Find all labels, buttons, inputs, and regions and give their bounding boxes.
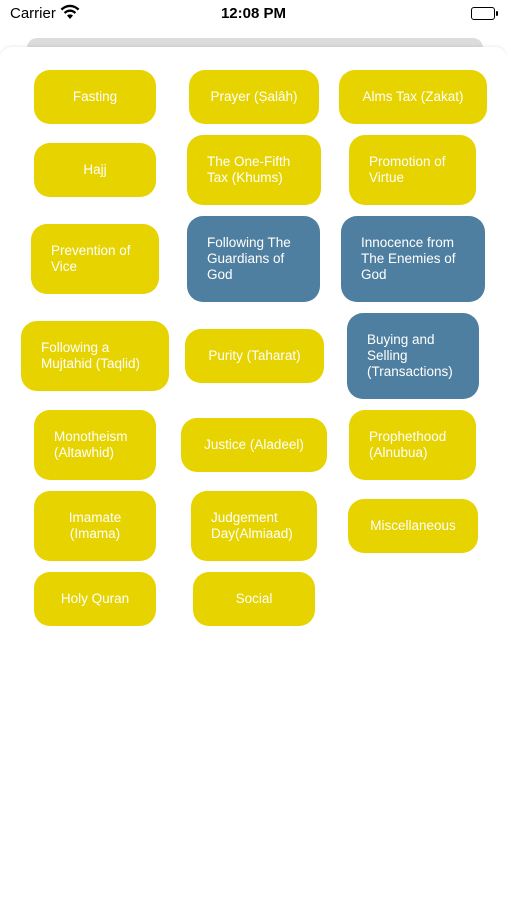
category-prophethood[interactable]: Prophethood (Alnubua) <box>349 410 476 480</box>
category-sheet: Fasting Prayer (Ṣalâh) Alms Tax (Zakat) … <box>0 47 507 900</box>
carrier-label: Carrier <box>10 5 56 22</box>
category-label: Alms Tax (Zakat) <box>362 89 464 104</box>
category-label: Following a Mujtahid (Taqlid) <box>41 340 141 371</box>
category-following-guardians[interactable]: Following The Guardians of God <box>187 216 320 302</box>
category-label: Innocence from The Enemies of God <box>361 235 456 282</box>
category-purity[interactable]: Purity (Taharat) <box>185 329 324 383</box>
category-label: Hajj <box>83 162 107 177</box>
category-label: Promotion of Virtue <box>369 154 446 185</box>
category-alms-tax[interactable]: Alms Tax (Zakat) <box>339 70 487 124</box>
category-label: Social <box>235 591 273 606</box>
category-label: Holy Quran <box>60 591 130 606</box>
category-prayer[interactable]: Prayer (Ṣalâh) <box>189 70 319 124</box>
category-social[interactable]: Social <box>193 572 315 626</box>
category-fasting[interactable]: Fasting <box>34 70 156 124</box>
category-justice[interactable]: Justice (Aladeel) <box>181 418 327 472</box>
category-promotion-of-virtue[interactable]: Promotion of Virtue <box>349 135 476 205</box>
category-imamate[interactable]: Imamate (Imama) <box>34 491 156 561</box>
category-label: Prophethood (Alnubua) <box>369 429 447 460</box>
category-taqlid[interactable]: Following a Mujtahid (Taqlid) <box>21 321 169 391</box>
category-label: Buying and Selling (Transactions) <box>367 332 453 379</box>
category-label: Prevention of Vice <box>51 243 131 274</box>
category-label: Prayer (Ṣalâh) <box>210 89 298 104</box>
category-holy-quran[interactable]: Holy Quran <box>34 572 156 626</box>
category-judgement-day[interactable]: Judgement Day(Almiaad) <box>191 491 317 561</box>
category-miscellaneous[interactable]: Miscellaneous <box>348 499 478 553</box>
category-hajj[interactable]: Hajj <box>34 143 156 197</box>
wifi-icon <box>60 4 80 19</box>
category-innocence-from-enemies[interactable]: Innocence from The Enemies of God <box>341 216 485 302</box>
status-time: 12:08 PM <box>220 5 287 22</box>
category-transactions[interactable]: Buying and Selling (Transactions) <box>347 313 479 399</box>
category-label: Fasting <box>72 89 118 104</box>
category-label: Imamate (Imama) <box>68 510 122 541</box>
category-label: Purity (Taharat) <box>208 348 301 363</box>
category-monotheism[interactable]: Monotheism (Altawhid) <box>34 410 156 480</box>
battery-icon <box>471 7 498 20</box>
category-prevention-of-vice[interactable]: Prevention of Vice <box>31 224 159 294</box>
category-label: Miscellaneous <box>370 518 456 533</box>
category-label: Justice (Aladeel) <box>204 437 304 452</box>
category-label: Judgement Day(Almiaad) <box>211 510 293 541</box>
status-bar: Carrier 12:08 PM <box>0 0 507 30</box>
category-label: Monotheism (Altawhid) <box>54 429 128 460</box>
category-khums[interactable]: The One-Fifth Tax (Khums) <box>187 135 321 205</box>
category-label: Following The Guardians of God <box>207 235 291 282</box>
category-label: The One-Fifth Tax (Khums) <box>207 154 291 185</box>
